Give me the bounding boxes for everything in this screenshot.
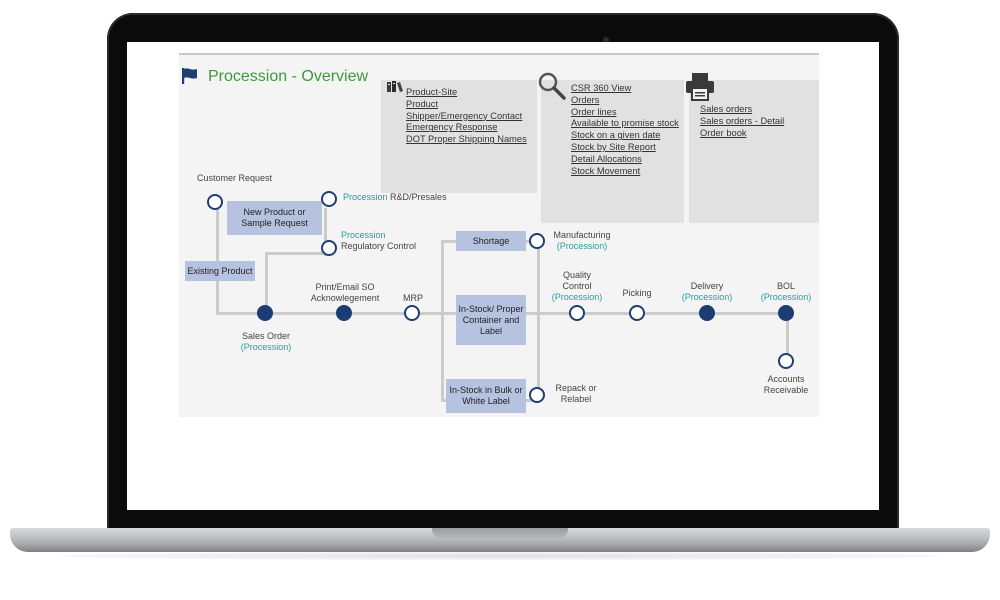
connector-line <box>265 252 268 314</box>
page-title: Procession - Overview <box>208 68 369 85</box>
inquiry-links: CSR 360 View Orders Order lines Availabl… <box>571 83 679 177</box>
link-dot-proper-shipping-names[interactable]: DOT Proper Shipping Names <box>406 134 527 145</box>
camera-dot <box>603 37 609 43</box>
accounts-receivable-label: Accounts Receivable <box>763 374 809 395</box>
connector-line <box>324 208 327 256</box>
link-order-lines[interactable]: Order lines <box>571 106 617 117</box>
bol-node[interactable] <box>778 305 794 321</box>
delivery-node[interactable] <box>699 305 715 321</box>
mrp-label: MRP <box>403 293 423 303</box>
in-stock-bulk-box: In-Stock in Bulk or White Label <box>446 379 526 413</box>
link-orders[interactable]: Orders <box>571 94 600 105</box>
picking-label: Picking <box>622 288 652 298</box>
rd-presales-node[interactable] <box>321 191 337 207</box>
link-csr-360-view[interactable]: CSR 360 View <box>571 83 632 93</box>
laptop-shadow <box>60 552 940 560</box>
rd-presales-label: Procession R&D/Presales <box>343 192 447 203</box>
bol-label: BOL (Procession) <box>754 281 818 303</box>
picking-node[interactable] <box>629 305 645 321</box>
manufacturing-node[interactable] <box>529 233 545 249</box>
printer-icon <box>686 73 714 101</box>
link-product-site[interactable]: Product-Site <box>406 87 458 97</box>
procession-link[interactable]: Procession <box>343 192 388 202</box>
setup-menu-box <box>381 80 537 193</box>
bol-text: BOL <box>776 281 795 291</box>
link-stock-on-given-date[interactable]: Stock on a given date <box>571 130 661 141</box>
sales-order-text: Sales Order <box>241 331 291 341</box>
new-product-request-box: New Product or Sample Request <box>227 201 322 235</box>
link-detail-allocations[interactable]: Detail Allocations <box>571 153 642 164</box>
overview-panel: Procession - Overview Product-Site Produ… <box>179 53 819 417</box>
mrp-node[interactable] <box>404 305 420 321</box>
connector-line <box>216 203 219 315</box>
link-stock-by-site-report[interactable]: Stock by Site Report <box>571 141 656 152</box>
link-emergency-response[interactable]: Emergency Response <box>406 122 498 133</box>
regulatory-control-node[interactable] <box>321 240 337 256</box>
customer-request-label: Customer Request <box>197 173 273 183</box>
link-sales-orders-detail[interactable]: Sales orders - Detail <box>700 115 785 126</box>
accounts-receivable-node[interactable] <box>778 353 794 369</box>
quality-control-node[interactable] <box>569 305 585 321</box>
quality-control-label: Quality Control (Procession) <box>545 270 609 303</box>
repack-relabel-label: Repack or Relabel <box>555 383 597 404</box>
link-stock-movement[interactable]: Stock Movement <box>571 165 641 176</box>
procession-link[interactable]: (Procession) <box>551 292 603 302</box>
link-shipper-emergency-contact[interactable]: Shipper/Emergency Contact <box>406 110 523 121</box>
link-available-to-promise-stock[interactable]: Available to promise stock <box>571 118 679 129</box>
manufacturing-text: Manufacturing <box>553 230 611 240</box>
delivery-text: Delivery <box>690 281 724 291</box>
procession-link[interactable]: (Procession) <box>681 292 733 302</box>
rd-presales-text: R&D/Presales <box>390 192 447 202</box>
regulatory-text: Regulatory Control <box>341 241 417 251</box>
inquiry-menu-box <box>541 80 684 223</box>
magnifier-icon <box>538 72 566 100</box>
procession-link[interactable]: (Procession) <box>760 292 812 302</box>
connector-line <box>786 313 789 363</box>
link-product[interactable]: Product <box>406 98 439 109</box>
flag-icon <box>182 68 197 84</box>
regulatory-label: Procession Regulatory Control <box>341 230 416 252</box>
connector-line <box>441 240 444 402</box>
connector-line <box>537 240 540 402</box>
setup-links: Product-Site Product Shipper/Emergency C… <box>406 87 527 146</box>
link-order-book[interactable]: Order book <box>700 127 747 138</box>
shortage-box: Shortage <box>456 231 526 251</box>
in-stock-proper-box: In-Stock/ Proper Container and Label <box>456 295 526 345</box>
existing-product-box: Existing Product <box>185 261 255 281</box>
procession-link[interactable]: (Procession) <box>556 241 608 251</box>
manufacturing-label: Manufacturing (Procession) <box>547 230 617 252</box>
print-email-label: Print/Email SO Acknowlegement <box>310 282 380 303</box>
sales-order-label: Sales Order (Procession) <box>223 331 309 353</box>
reports-menu-box <box>689 80 819 223</box>
procession-link[interactable]: (Procession) <box>240 342 292 352</box>
reports-links: Sales orders Sales orders - Detail Order… <box>700 104 784 139</box>
customer-request-node[interactable] <box>207 194 223 210</box>
books-icon <box>387 81 403 92</box>
quality-control-text: Quality Control <box>562 270 592 291</box>
laptop-screen: Procession - Overview Product-Site Produ… <box>127 42 879 510</box>
connector-line <box>265 252 329 255</box>
delivery-label: Delivery (Procession) <box>675 281 739 303</box>
print-email-node[interactable] <box>336 305 352 321</box>
sales-order-node[interactable] <box>257 305 273 321</box>
procession-link[interactable]: Procession <box>341 230 386 240</box>
link-sales-orders[interactable]: Sales orders <box>700 104 753 114</box>
laptop-notch <box>432 528 568 539</box>
panel-divider <box>179 53 819 55</box>
repack-relabel-node[interactable] <box>529 387 545 403</box>
